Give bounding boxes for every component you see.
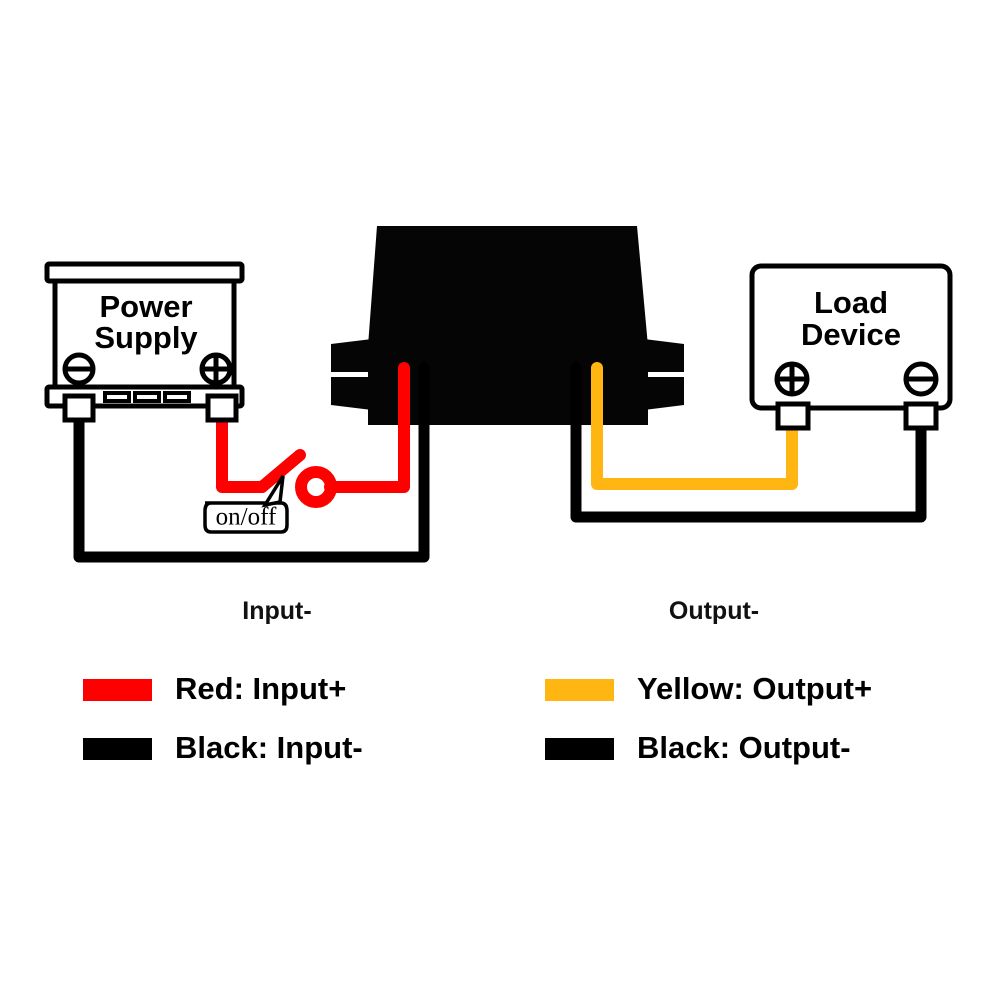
power-supply-top-rail [44,261,245,284]
label-input-negative: Input- [242,597,311,625]
legend-label-black-output: Black: Output- [637,730,851,765]
power-supply-label-line2: Supply [94,320,198,355]
power-supply-vent-slot [133,391,161,403]
legend-swatch-red [83,679,152,701]
switch-label: on/off [216,504,277,531]
dc-dc-converter-module [331,226,684,436]
legend-swatch-black-output [545,738,614,760]
load-device-plus-terminal-icon [774,361,810,397]
power-supply-terminal-block-positive [205,393,239,423]
load-device: Load Device [749,263,953,431]
switch-callout-tail [261,475,285,508]
converter-flange-left-upper [331,339,372,372]
power-supply-minus-terminal-icon [62,352,96,386]
power-supply-terminal-block-negative [62,393,96,423]
load-device-terminal-block-negative [903,401,939,431]
on-off-switch[interactable]: on/off [203,449,337,534]
switch-lever[interactable] [256,449,306,493]
input-legend: Red: Input+ Black: Input- [83,671,363,765]
legend-swatch-yellow [545,679,614,701]
legend: Red: Input+ Black: Input- Yellow: Output… [83,671,872,765]
wire-input-positive-segment-a [216,404,268,493]
power-supply-label-line1: Power [99,289,192,324]
legend-label-red: Red: Input+ [175,671,346,706]
load-device-minus-terminal-icon [903,361,939,397]
switch-contact-terminal[interactable] [295,466,337,508]
wire-output-negative [570,366,927,523]
load-device-label-line1: Load [814,285,888,320]
legend-label-black-input: Black: Input- [175,730,363,765]
converter-flange-right-upper [644,339,684,372]
load-device-terminal-block-positive [775,401,811,431]
legend-label-yellow: Yellow: Output+ [637,671,872,706]
power-supply-plus-terminal-icon [199,352,233,386]
power-supply-vent-slot [163,391,191,403]
switch-callout-bubble [203,501,289,534]
label-output-negative: Output- [669,597,759,625]
converter-flange-right-lower [644,377,684,410]
power-supply: Power Supply [44,261,245,423]
power-supply-vent-slot [103,391,131,403]
legend-swatch-black-input [83,738,152,760]
converter-flange-left-lower [331,377,372,410]
load-device-label-line2: Device [801,317,901,352]
output-legend: Yellow: Output+ Black: Output- [545,671,872,765]
wire-input-negative [73,366,430,563]
